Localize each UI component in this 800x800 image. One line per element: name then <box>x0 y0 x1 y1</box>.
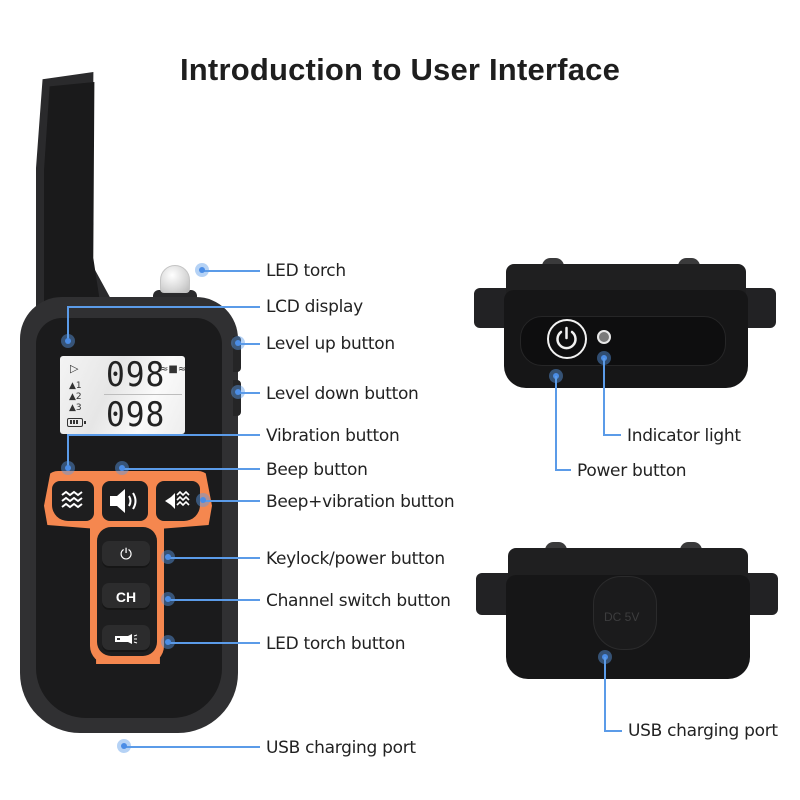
collar-back-top <box>508 548 748 578</box>
callout-dot-channel <box>161 592 175 606</box>
label-beep-button: Beep button <box>266 460 368 480</box>
callout-line-lcd-display-vertical <box>67 306 69 340</box>
callout-dot-level-down <box>231 385 245 399</box>
callout-dot-level-up <box>231 336 245 350</box>
speaker-icon: ▷ <box>70 362 79 375</box>
callout-line-beep <box>122 468 260 470</box>
lcd-divider <box>104 394 182 395</box>
label-indicator-light: Indicator light <box>627 426 741 446</box>
label-keylock-power-button: Keylock/power button <box>266 549 445 569</box>
channel-switch-button[interactable]: CH <box>102 583 150 610</box>
callout-line-usb-remote <box>126 746 260 748</box>
battery-icon <box>67 418 86 427</box>
callout-line-led-torch <box>202 270 260 272</box>
dc-5v-label: DC 5V <box>604 610 640 624</box>
led-torch-bulb <box>160 265 190 293</box>
probe-screw-right <box>680 542 702 552</box>
led-torch-button[interactable] <box>102 625 150 652</box>
callout-line-torch-button <box>168 642 260 644</box>
probe-screw-right <box>678 258 700 268</box>
label-power-button: Power button <box>577 461 687 481</box>
callout-line-level-up <box>240 343 260 345</box>
label-beep-vibration-button: Beep+vibration button <box>266 492 455 512</box>
callout-dot-led-torch <box>195 263 209 277</box>
callout-dot-beep-vibration <box>196 493 210 507</box>
channel-label: CH <box>115 588 137 605</box>
vibration-button[interactable] <box>52 481 94 521</box>
callout-line-keylock <box>168 557 260 559</box>
dog-1-indicator: ▲1 <box>69 381 82 391</box>
label-level-up-button: Level up button <box>266 334 395 354</box>
probe-screw-left <box>542 258 564 268</box>
speaker-icon <box>110 489 137 513</box>
keylock-power-button[interactable]: ⏻ <box>102 541 150 568</box>
torch-base <box>153 290 197 298</box>
callout-line-lcd-display <box>67 306 260 308</box>
lcd-bottom-value: 098 <box>106 395 166 435</box>
callout-line-vibration <box>67 434 260 436</box>
remote-transmitter: ▷ ▲1 ▲2 ▲3 098 098 ≈■≈ ⏻ CH <box>0 0 260 800</box>
callout-dot-keylock <box>161 550 175 564</box>
callout-dot-torch-button <box>161 635 175 649</box>
power-icon <box>556 326 577 350</box>
callout-line-indicator-vertical <box>603 358 605 435</box>
label-level-down-button: Level down button <box>266 384 419 404</box>
label-usb-charging-port-remote: USB charging port <box>266 738 416 758</box>
callout-line-power-button-vertical <box>555 376 557 470</box>
dog-3-number: 3 <box>75 403 82 413</box>
level-up-side-button[interactable] <box>233 336 241 372</box>
dog-3-indicator: ▲3 <box>69 403 82 413</box>
beep-vibration-button[interactable] <box>156 481 200 521</box>
probe-screw-left <box>545 542 567 552</box>
lcd-screen <box>60 356 185 434</box>
callout-line-beep-vibration <box>204 500 260 502</box>
callout-line-vibration-vertical <box>67 434 69 466</box>
label-usb-charging-port-collar: USB charging port <box>628 721 778 741</box>
callout-dot-beep <box>115 461 129 475</box>
callout-dot-usb-remote <box>117 739 131 753</box>
collar-front-top <box>506 264 746 294</box>
indicator-light <box>597 330 611 344</box>
label-lcd-display: LCD display <box>266 297 363 317</box>
beep-button[interactable] <box>102 481 148 521</box>
callout-line-indicator <box>603 434 621 436</box>
callout-dot-lcd-display <box>61 334 75 348</box>
flashlight-icon <box>115 633 138 644</box>
dog-2-number: 2 <box>75 392 82 402</box>
level-down-side-button[interactable] <box>233 380 241 416</box>
page-title: Introduction to User Interface <box>179 52 621 87</box>
label-led-torch-button: LED torch button <box>266 634 406 654</box>
vibration-icon <box>61 490 83 509</box>
dog-1-number: 1 <box>75 381 82 391</box>
dog-2-indicator: ▲2 <box>69 392 82 402</box>
beep-vibration-icon <box>165 490 190 509</box>
lcd-top-value: 098 <box>106 355 166 395</box>
label-led-torch: LED torch <box>266 261 346 281</box>
label-channel-switch-button: Channel switch button <box>266 591 451 611</box>
collar-power-button[interactable] <box>547 319 587 359</box>
callout-line-level-down <box>240 392 260 394</box>
callout-line-power-button <box>555 469 571 471</box>
vibration-mode-icon: ≈■≈ <box>160 364 187 375</box>
antenna-texture <box>44 82 100 302</box>
power-icon: ⏻ <box>120 546 132 563</box>
usb-port-cover[interactable] <box>593 576 657 650</box>
callout-line-channel <box>168 599 260 601</box>
callout-dot-vibration <box>61 461 75 475</box>
callout-line-usb-collar-vertical <box>604 657 606 731</box>
callout-line-usb-collar <box>604 730 622 732</box>
label-vibration-button: Vibration button <box>266 426 400 446</box>
